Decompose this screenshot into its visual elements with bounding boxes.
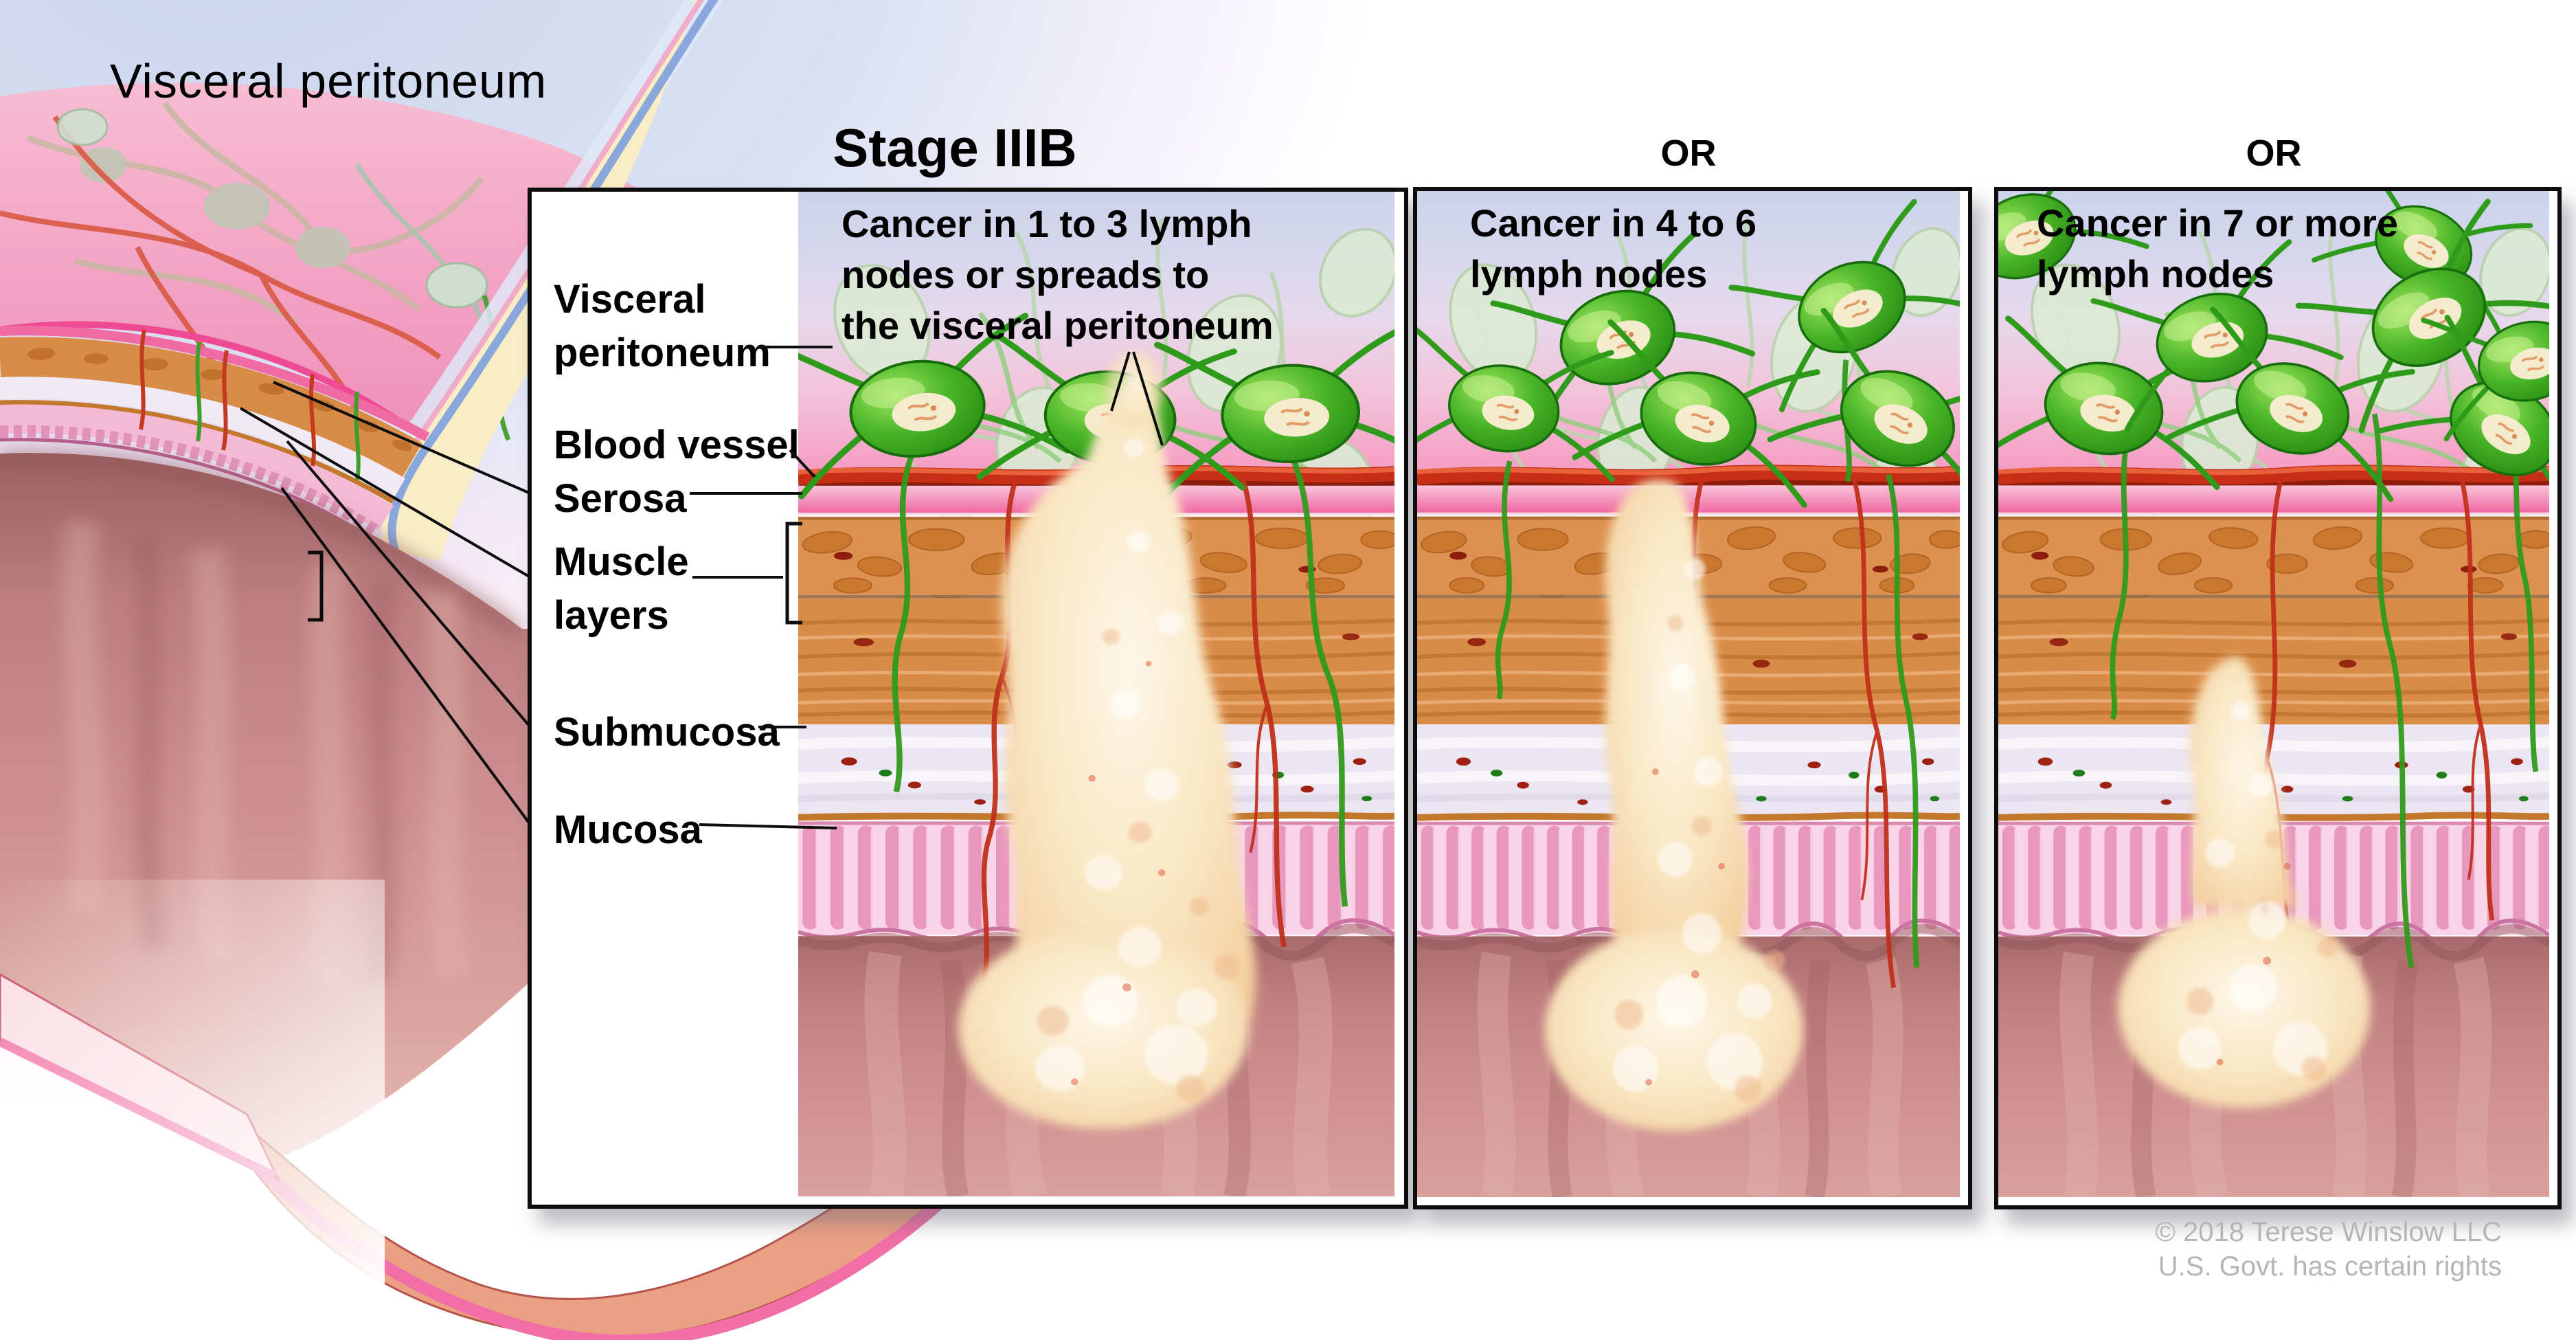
- lumen-top-shadow: [0, 450, 524, 639]
- lumen-fade: [0, 880, 385, 1340]
- copyright-notice: © 2018 Terese Winslow LLC U.S. Govt. has…: [2155, 1217, 2502, 1282]
- leader-serosa-left: [273, 381, 531, 495]
- cut-edge-bracket: [308, 550, 324, 622]
- tumor: [2118, 656, 2371, 1108]
- sheet-lymph-vessels: [56, 108, 511, 441]
- or-divider-1: OR: [1660, 133, 1717, 174]
- panel-7-or-more-illustration: [1998, 191, 2549, 1197]
- panel-7-or-more-caption: Cancer in 7 or more lymph nodes: [2037, 201, 2398, 295]
- panel-7-or-more-box: Cancer in 7 or more lymph nodes: [1994, 187, 2562, 1209]
- label-serosa: Serosa: [554, 476, 687, 521]
- panel-4-to-6-box: Cancer in 4 to 6 lymph nodes: [1413, 187, 1972, 1209]
- leader-muscle-left: [239, 407, 532, 579]
- lumen-fold-highlights: [62, 520, 471, 985]
- stage-iiib-caption: Cancer in 1 to 3 lymph nodes or spreads …: [841, 202, 1274, 347]
- sheet-rim: [0, 321, 428, 443]
- background-visceral-peritoneum-label: Visceral peritoneum: [110, 54, 547, 108]
- label-blood-vessel: Blood vessel: [554, 423, 800, 467]
- panel-4-to-6-illustration: [1417, 191, 1960, 1197]
- stage-title: Stage IIIB: [833, 118, 1077, 178]
- lumen-fold-shadows: [132, 535, 397, 985]
- label-mucosa: Mucosa: [554, 807, 702, 852]
- sheet-blood-vessels: [0, 115, 442, 414]
- label-submucosa: Submucosa: [554, 710, 780, 755]
- label-visceral-peritoneum: Visceral peritoneum: [554, 277, 771, 375]
- colon-lumen: [0, 453, 529, 1165]
- nerve-mesh: [26, 101, 484, 326]
- tumor: [1544, 480, 1803, 1131]
- panel-4-to-6-caption: Cancer in 4 to 6 lymph nodes: [1470, 201, 1757, 295]
- stage-iiib-illustration: [798, 192, 1394, 1196]
- or-divider-2: OR: [2246, 133, 2302, 174]
- leader-submucosa-left: [286, 440, 532, 728]
- nerve-ganglia: [80, 147, 350, 268]
- leader-mucosa-left: [280, 487, 532, 826]
- cut-face-layers: [0, 326, 430, 542]
- stage-iiib-panel-box: Visceral peritoneum Blood vessel Serosa …: [528, 188, 1408, 1209]
- label-muscle-layers: Muscle layers: [554, 539, 689, 638]
- tumor: [958, 350, 1256, 1129]
